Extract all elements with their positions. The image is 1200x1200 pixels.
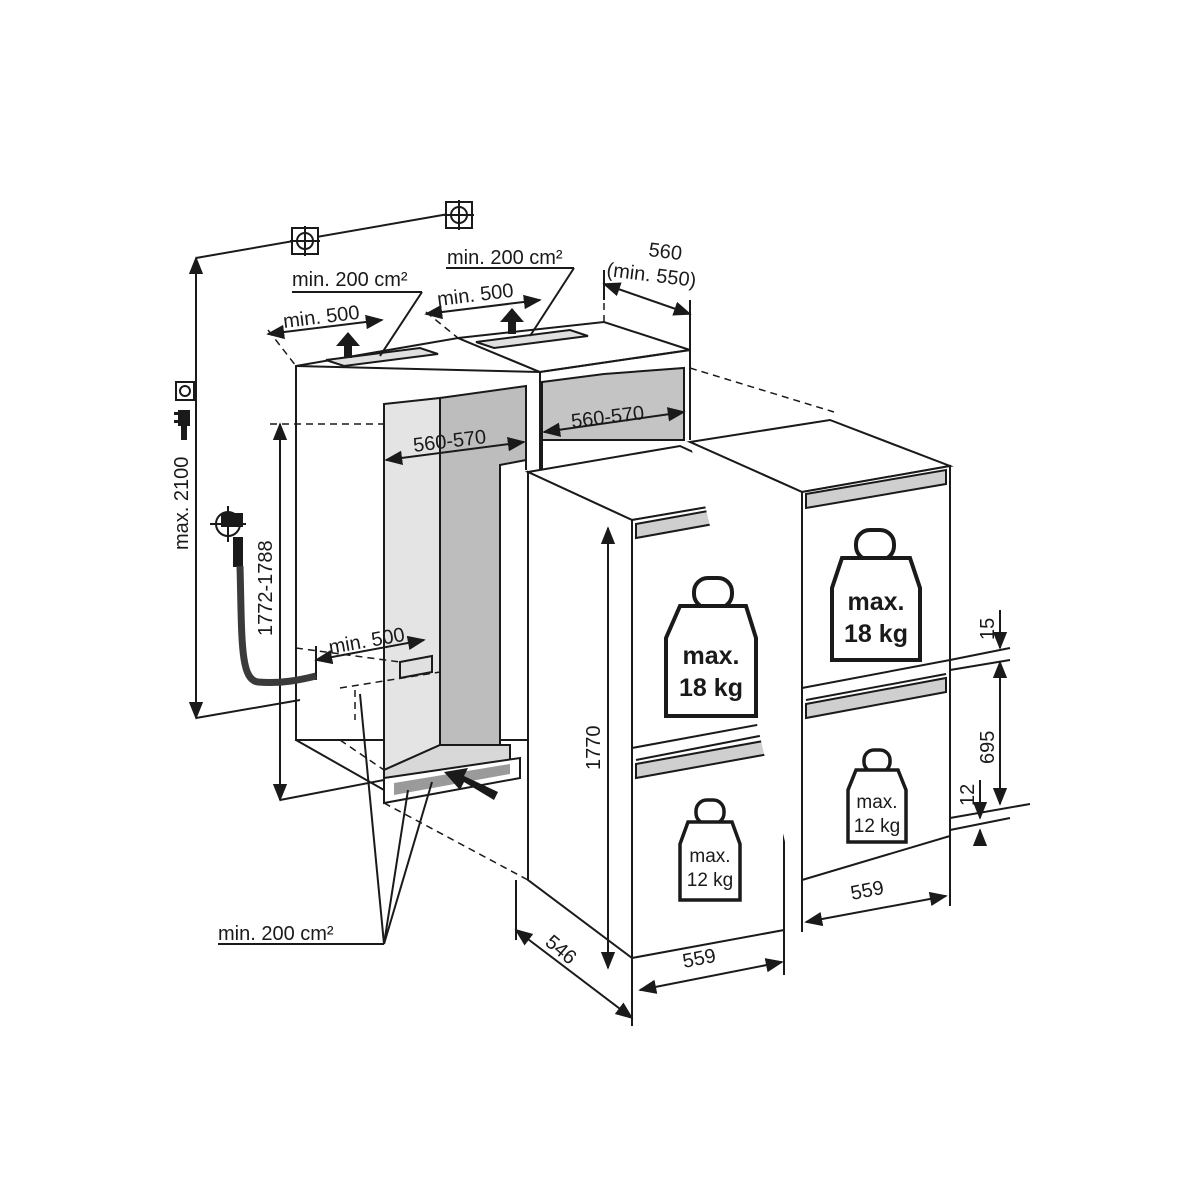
load-label-lower-left-line2: 12 kg bbox=[687, 870, 733, 891]
ventilation-arrow-icon bbox=[336, 308, 524, 800]
load-label-lower-right-line1: max. bbox=[856, 792, 897, 813]
weight-icon-upper-right bbox=[830, 528, 922, 662]
appliance-width-left-label: 559 bbox=[681, 945, 718, 973]
load-label-upper-left-line2: 18 kg bbox=[679, 674, 743, 702]
vent-top-left-depth-label: min. 500 bbox=[282, 302, 361, 333]
weight-icon-lower-left bbox=[678, 798, 742, 902]
plug-icon bbox=[174, 410, 190, 440]
gap-top-label: 15 bbox=[977, 618, 999, 640]
load-label-lower-left-line1: max. bbox=[689, 846, 730, 867]
niche-depth-min-label: (min. 550) bbox=[605, 259, 697, 292]
socket-icon bbox=[175, 200, 474, 401]
niche-depth-label: 560 bbox=[647, 239, 683, 265]
appliance-height-label: 1770 bbox=[583, 726, 605, 771]
vent-top-right-area-label: min. 200 cm² bbox=[447, 247, 563, 269]
weight-icon-lower-right bbox=[846, 748, 908, 844]
niche-height-label: 1772-1788 bbox=[255, 540, 277, 636]
water-tap-icon bbox=[210, 506, 317, 686]
appliance-width-right-label: 559 bbox=[849, 877, 886, 905]
weight-icon-upper-left bbox=[664, 576, 758, 718]
appliance-depth-label: 546 bbox=[541, 931, 581, 969]
dimension-lines bbox=[188, 211, 1031, 1026]
load-label-upper-left-line1: max. bbox=[683, 642, 740, 670]
load-label-upper-right-line1: max. bbox=[848, 588, 905, 616]
max-height-label: max. 2100 bbox=[171, 457, 193, 550]
gap-bottom-label: 12 bbox=[957, 784, 979, 806]
vent-top-left-area-label: min. 200 cm² bbox=[292, 269, 408, 291]
load-label-upper-right-line2: 18 kg bbox=[844, 620, 908, 648]
vent-top-right-depth-label: min. 500 bbox=[436, 280, 515, 311]
load-label-lower-right-line2: 12 kg bbox=[854, 816, 900, 837]
drawer-height-label: 695 bbox=[977, 731, 999, 764]
vent-bottom-area-label: min. 200 cm² bbox=[218, 923, 334, 945]
